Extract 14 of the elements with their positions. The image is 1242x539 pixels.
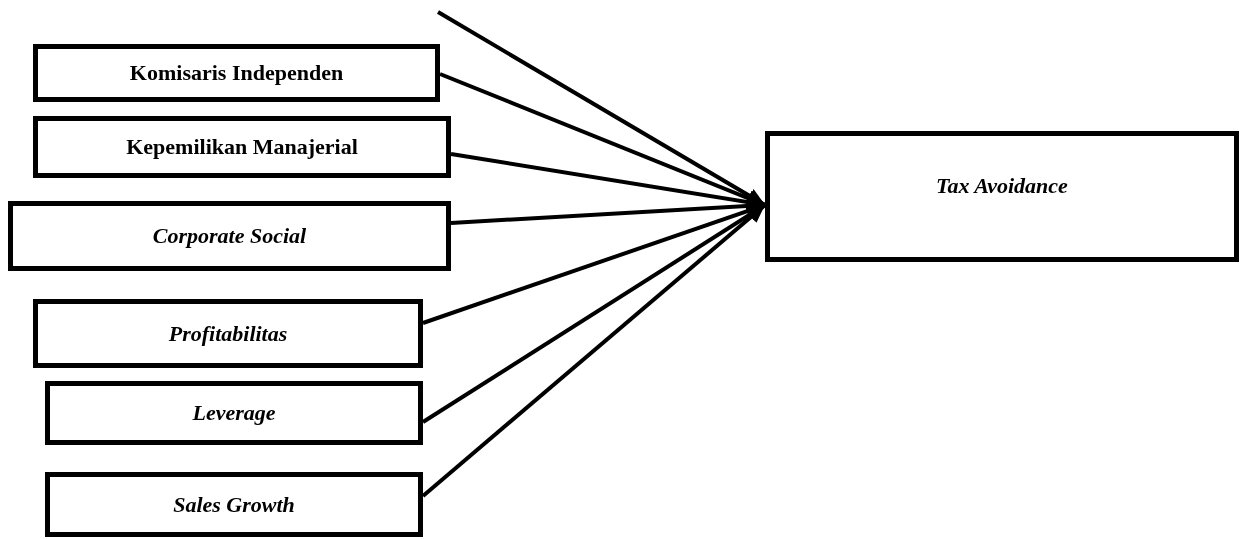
variable-box [33,299,423,368]
variable-box [45,381,423,445]
variable-box [33,44,440,102]
variable-label: Profitabilitas [168,319,288,348]
variable-label: Sales Growth [173,490,295,519]
variable-box [33,116,451,178]
variable-box [45,472,423,537]
variable-label: Komisaris Independen [129,59,344,87]
variable-box [765,131,1239,262]
variable-label: Leverage [192,399,276,427]
variable-label: Kepemilikan Manajerial [126,133,358,161]
variable-label: Corporate Social [152,222,307,250]
variable-label: Tax Avoidance [936,172,1068,200]
variable-box [8,201,451,271]
